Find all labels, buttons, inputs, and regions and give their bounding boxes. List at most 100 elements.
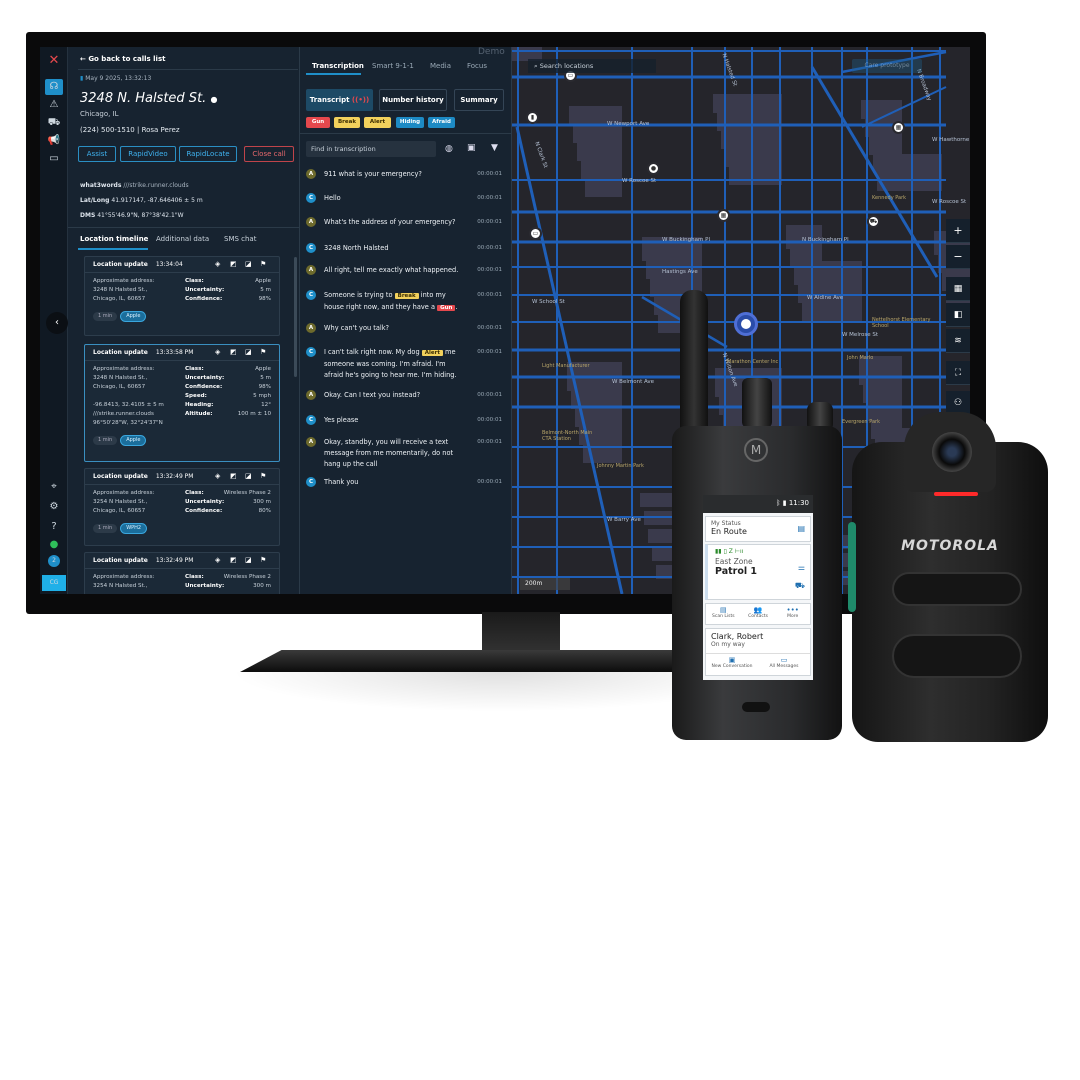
my-status-card[interactable]: My Status En Route ▤ <box>705 516 811 542</box>
bodycam-record-button[interactable] <box>892 572 1022 606</box>
map-poi-marker[interactable]: ● <box>647 162 660 175</box>
layers-icon[interactable]: ≋ <box>946 329 970 353</box>
flag-icon[interactable]: ⚑ <box>260 556 267 564</box>
user-avatar[interactable]: CG <box>42 575 66 591</box>
prototype-button[interactable]: Care prototype <box>852 59 922 73</box>
headset-icon[interactable]: ☊ <box>45 79 63 95</box>
car-icon[interactable]: ⛟ <box>47 117 61 128</box>
all-messages-button[interactable]: ▭All Messages <box>769 656 799 669</box>
bodycam-talk-button[interactable] <box>892 634 1022 678</box>
close-call-button[interactable]: Close call <box>244 146 294 162</box>
map-poi-marker[interactable]: ▭ <box>529 227 542 240</box>
flag-icon[interactable]: ⚑ <box>260 260 267 268</box>
zoom-out-button[interactable]: − <box>946 245 970 269</box>
new-conversation-button[interactable]: ▣New Conversation <box>711 656 753 669</box>
contacts-button[interactable]: 👥Contacts <box>748 606 768 619</box>
keyword-highlight[interactable]: Gun <box>437 305 456 311</box>
filter-icon[interactable]: ▼ <box>491 143 498 153</box>
collapse-panel-button[interactable]: ‹ <box>46 312 68 334</box>
more-button[interactable]: •••More <box>786 606 799 619</box>
number-history-button[interactable]: Number history <box>379 89 447 111</box>
keyword-highlight[interactable]: Alert <box>421 350 443 356</box>
warning-icon[interactable]: ⚠ <box>49 99 59 110</box>
rapidvideo-button[interactable]: RapidVideo <box>120 146 176 162</box>
toggle-icon[interactable]: ⚌ <box>797 563 805 572</box>
building <box>585 178 622 197</box>
tab-focus[interactable]: Focus <box>467 62 487 70</box>
legend-icon[interactable]: ◧ <box>946 303 970 327</box>
megaphone-icon[interactable]: 📢 <box>47 135 61 146</box>
kv-row: Class:Apple <box>185 366 271 372</box>
rapidlocate-button[interactable]: RapidLocate <box>179 146 237 162</box>
copy-icon[interactable]: ◩ <box>230 260 237 268</box>
zoom-in-button[interactable]: + <box>946 219 970 243</box>
share-icon[interactable]: ◪ <box>245 472 252 480</box>
locate-icon[interactable]: ◈ <box>215 348 221 356</box>
car-icon[interactable]: ⛟ <box>794 581 805 590</box>
copy-icon[interactable]: ◩ <box>230 348 237 356</box>
speaker-avatar: A <box>306 169 316 179</box>
locate-icon[interactable]: ◈ <box>215 260 221 268</box>
locate-icon[interactable]: ◈ <box>215 556 221 564</box>
map-search-input[interactable]: ⌕ Search locations <box>528 59 656 73</box>
document-icon[interactable]: ▤ <box>797 524 805 533</box>
app-logo-x-icon[interactable]: ✕ <box>48 53 60 68</box>
latlong-label: Lat/Long <box>80 197 110 204</box>
assist-button[interactable]: Assist <box>78 146 116 162</box>
copy-icon[interactable]: ◩ <box>230 472 237 480</box>
street-label: Hastings Ave <box>662 269 698 275</box>
monitor-stand-neck <box>482 612 560 654</box>
channel-card[interactable]: ▮▮ ▯ Z ⊢ıı East Zone Patrol 1 ⚌ ⛟ <box>705 544 811 600</box>
radio-home-button[interactable] <box>742 702 770 712</box>
map-poi-marker[interactable]: ▦ <box>717 209 730 222</box>
back-to-calls-link[interactable]: ← Go back to calls list <box>80 55 166 63</box>
speaker-avatar: C <box>306 243 316 253</box>
street-label: W Roscoe St <box>622 178 657 184</box>
keyword-filter-gun[interactable]: Gun <box>306 117 330 128</box>
language-icon[interactable]: ◍ <box>445 144 453 154</box>
tab-additional-data[interactable]: Additional data <box>156 235 210 243</box>
flag-icon[interactable]: ⚑ <box>260 348 267 356</box>
help-icon[interactable]: ? <box>51 521 57 532</box>
timeline-scrollbar[interactable] <box>294 257 297 377</box>
tab-transcription[interactable]: Transcription <box>312 62 364 70</box>
settings-icon[interactable]: ⚙ <box>49 501 59 512</box>
map-poi-marker[interactable]: ▮ <box>526 111 539 124</box>
tab-media[interactable]: Media <box>430 62 452 70</box>
keyword-filter-alert[interactable]: Alert <box>364 117 391 128</box>
transcription-search-input[interactable]: Find in transcription <box>306 141 436 157</box>
message-card[interactable]: Clark, Robert On my way ▣New Conversatio… <box>705 628 811 676</box>
qr-icon[interactable]: ▦ <box>946 277 970 301</box>
summary-button[interactable]: Summary <box>454 89 504 111</box>
share-icon[interactable]: ◪ <box>245 556 252 564</box>
flag-icon[interactable]: ⚑ <box>260 472 267 480</box>
building <box>717 112 782 131</box>
locate-icon[interactable]: ◈ <box>215 472 221 480</box>
map-pin-gear-icon[interactable]: ⌖ <box>51 481 57 492</box>
tab-location-timeline[interactable]: Location timeline <box>80 235 149 243</box>
tab-smart-911[interactable]: Smart 9-1-1 <box>372 62 414 70</box>
radio-clock: 11:30 <box>788 499 809 507</box>
caller-location-marker[interactable] <box>741 319 751 329</box>
keyword-highlight[interactable]: Break <box>394 293 419 299</box>
scan-lists-button[interactable]: ▤Scan Lists <box>712 606 735 619</box>
map-poi-marker[interactable]: ⛟ <box>867 215 880 228</box>
share-icon[interactable]: ◪ <box>245 348 252 356</box>
info-icon[interactable]: ● <box>210 95 218 104</box>
chat-icon[interactable]: ▭ <box>49 153 59 164</box>
copy-icon[interactable]: ◩ <box>230 556 237 564</box>
transcript-button[interactable]: Transcript ((•)) <box>306 89 373 111</box>
notification-count[interactable]: 2 <box>48 555 60 567</box>
video-icon[interactable]: ▣ <box>467 143 476 153</box>
map-poi-marker[interactable]: ▦ <box>892 121 905 134</box>
keyword-filter-afraid[interactable]: Afraid <box>428 117 455 128</box>
keyword-filter-hiding[interactable]: Hiding <box>396 117 424 128</box>
keyword-filter-break[interactable]: Break <box>334 117 360 128</box>
tab-sms-chat[interactable]: SMS chat <box>224 235 257 243</box>
share-icon[interactable]: ◪ <box>245 260 252 268</box>
fullscreen-icon[interactable]: ⛶ <box>946 361 970 385</box>
